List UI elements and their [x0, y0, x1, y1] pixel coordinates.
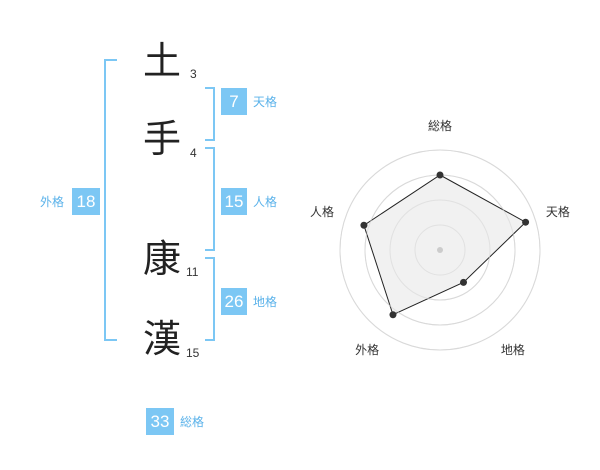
chikaku-label: 地格 [253, 295, 278, 309]
name-char-2: 手 [143, 117, 182, 161]
radar-axis-label-1: 総格 [427, 119, 453, 133]
radar-ring-overlay [414, 224, 466, 276]
radar-center-dot [437, 247, 443, 253]
radar-axis-label-5: 人格 [310, 204, 335, 219]
tenkaku-bracket [205, 87, 215, 141]
radar-point-3 [460, 278, 468, 286]
soukaku-value: 33 [146, 408, 174, 435]
name-char-1: 土 [143, 39, 182, 83]
name-char-2-strokes: 4 [190, 146, 197, 160]
name-char-4-strokes: 15 [186, 346, 200, 360]
gaikaku-bracket [104, 59, 117, 341]
name-char-4: 漢 [143, 317, 182, 361]
gaikaku-label: 外格 [40, 195, 65, 209]
jinkaku-value: 15 [221, 188, 247, 215]
radar-ring-overlay [389, 199, 491, 301]
soukaku-label: 総格 [180, 415, 205, 429]
radar-point-5 [360, 221, 368, 229]
name-char-1-strokes: 3 [190, 67, 197, 81]
tenkaku-value: 7 [221, 88, 247, 115]
radar-axis-label-2: 天格 [545, 204, 570, 219]
radar-axis-label-4: 外格 [355, 343, 380, 358]
jinkaku-label: 人格 [253, 195, 278, 209]
tenkaku-label: 天格 [253, 95, 278, 109]
jinkaku-bracket [205, 147, 215, 251]
radar-axis-label-3: 地格 [500, 343, 525, 358]
chikaku-value: 26 [221, 288, 247, 315]
chikaku-bracket [205, 257, 215, 341]
name-char-3: 康 [143, 237, 182, 281]
name-char-3-strokes: 11 [186, 265, 199, 279]
radar-point-1 [436, 171, 444, 179]
radar-point-2 [522, 218, 530, 226]
radar-ring-overlay [339, 149, 541, 351]
gaikaku-value: 18 [72, 188, 100, 215]
radar-point-4 [389, 311, 397, 319]
